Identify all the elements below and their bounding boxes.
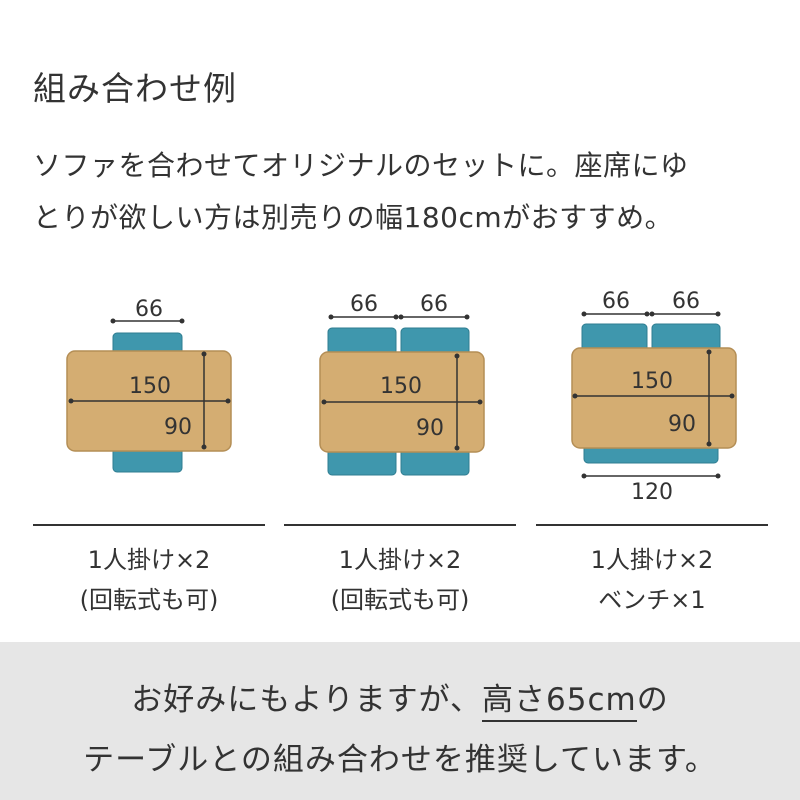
example-2-caption-line-1: 1人掛け×2 bbox=[338, 546, 462, 574]
example-1-caption: 1人掛け×2 (回転式も可) bbox=[33, 540, 265, 620]
banner-highlight: 高さ65cm bbox=[482, 680, 637, 723]
example-1-diagram: 66 150 90 bbox=[66, 297, 232, 473]
example-1-caption-line-2: (回転式も可) bbox=[79, 586, 219, 614]
page-title: 組み合わせ例 bbox=[33, 69, 237, 108]
description: ソファを合わせてオリジナルのセットに。座席にゆ とりが欲しい方は別売りの幅180… bbox=[33, 140, 689, 244]
example-3-seat-right-width-label: 66 bbox=[672, 289, 700, 314]
example-1-seat-width-label: 66 bbox=[135, 297, 163, 322]
example-2-caption-line-2: (回転式も可) bbox=[330, 586, 470, 614]
example-1-table-width-label: 150 bbox=[129, 374, 171, 399]
dimension-endpoint bbox=[201, 444, 207, 450]
dimension-endpoint bbox=[572, 393, 578, 399]
example-3-table-width-label: 150 bbox=[631, 369, 673, 394]
dimension-endpoint bbox=[706, 441, 712, 447]
dimension-endpoint bbox=[649, 311, 655, 317]
dimension-endpoint bbox=[581, 473, 587, 479]
banner-line-1-after: の bbox=[636, 682, 669, 718]
banner-line-1: お好みにもよりますが、高さ65cmの bbox=[0, 674, 800, 723]
dimension-endpoint bbox=[644, 311, 650, 317]
example-2-seat-left-width-label: 66 bbox=[350, 292, 378, 317]
example-2-seat-right-width-label: 66 bbox=[420, 292, 448, 317]
dimension-endpoint bbox=[454, 445, 460, 451]
dimension-endpoint bbox=[68, 398, 74, 404]
dimension-endpoint bbox=[454, 353, 460, 359]
dimension-endpoint bbox=[201, 351, 207, 357]
dimension-endpoint bbox=[225, 398, 231, 404]
example-2-table-depth-label: 90 bbox=[416, 416, 444, 441]
description-line-2: とりが欲しい方は別売りの幅180cmがおすすめ。 bbox=[33, 201, 674, 234]
banner-line-2: テーブルとの組み合わせを推奨しています。 bbox=[83, 742, 717, 778]
example-3-diagram: 66 66 150 90 120 bbox=[571, 289, 737, 505]
dimension-endpoint bbox=[110, 318, 116, 324]
example-2-diagram: 66 66 150 90 bbox=[319, 292, 485, 476]
example-3-table bbox=[571, 347, 737, 449]
recommendation-banner: お好みにもよりますが、高さ65cmの テーブルとの組み合わせを推奨しています。 bbox=[0, 642, 800, 800]
example-2-divider bbox=[284, 524, 516, 526]
example-3-divider bbox=[536, 524, 768, 526]
dimension-endpoint bbox=[321, 399, 327, 405]
description-line-1: ソファを合わせてオリジナルのセットに。座席にゆ bbox=[33, 149, 689, 182]
dimension-endpoint bbox=[706, 349, 712, 355]
layout-diagrams: 66 150 90 66 66 150 90 66 bbox=[66, 289, 737, 505]
dimension-endpoint bbox=[398, 314, 404, 320]
dimension-endpoint bbox=[715, 311, 721, 317]
example-2-caption: 1人掛け×2 (回転式も可) bbox=[284, 540, 516, 620]
example-3-caption: 1人掛け×2 ベンチ×1 bbox=[536, 540, 768, 620]
dimension-endpoint bbox=[477, 399, 483, 405]
example-3-bench-width-label: 120 bbox=[631, 480, 673, 505]
dimension-endpoint bbox=[179, 318, 185, 324]
dimension-endpoint bbox=[328, 314, 334, 320]
banner-line-1-before: お好みにもよりますが、 bbox=[131, 682, 483, 718]
example-1-divider bbox=[33, 524, 265, 526]
dimension-endpoint bbox=[729, 393, 735, 399]
dimension-endpoint bbox=[393, 314, 399, 320]
example-1-caption-line-1: 1人掛け×2 bbox=[87, 546, 211, 574]
example-1-table-depth-label: 90 bbox=[164, 415, 192, 440]
example-3-caption-line-1: 1人掛け×2 bbox=[590, 546, 714, 574]
dimension-endpoint bbox=[581, 311, 587, 317]
example-3-table-depth-label: 90 bbox=[668, 412, 696, 437]
example-3-caption-line-2: ベンチ×1 bbox=[598, 586, 706, 614]
dimension-endpoint bbox=[715, 473, 721, 479]
example-3-seat-left-width-label: 66 bbox=[602, 289, 630, 314]
example-2-table-width-label: 150 bbox=[380, 374, 422, 399]
dimension-endpoint bbox=[464, 314, 470, 320]
